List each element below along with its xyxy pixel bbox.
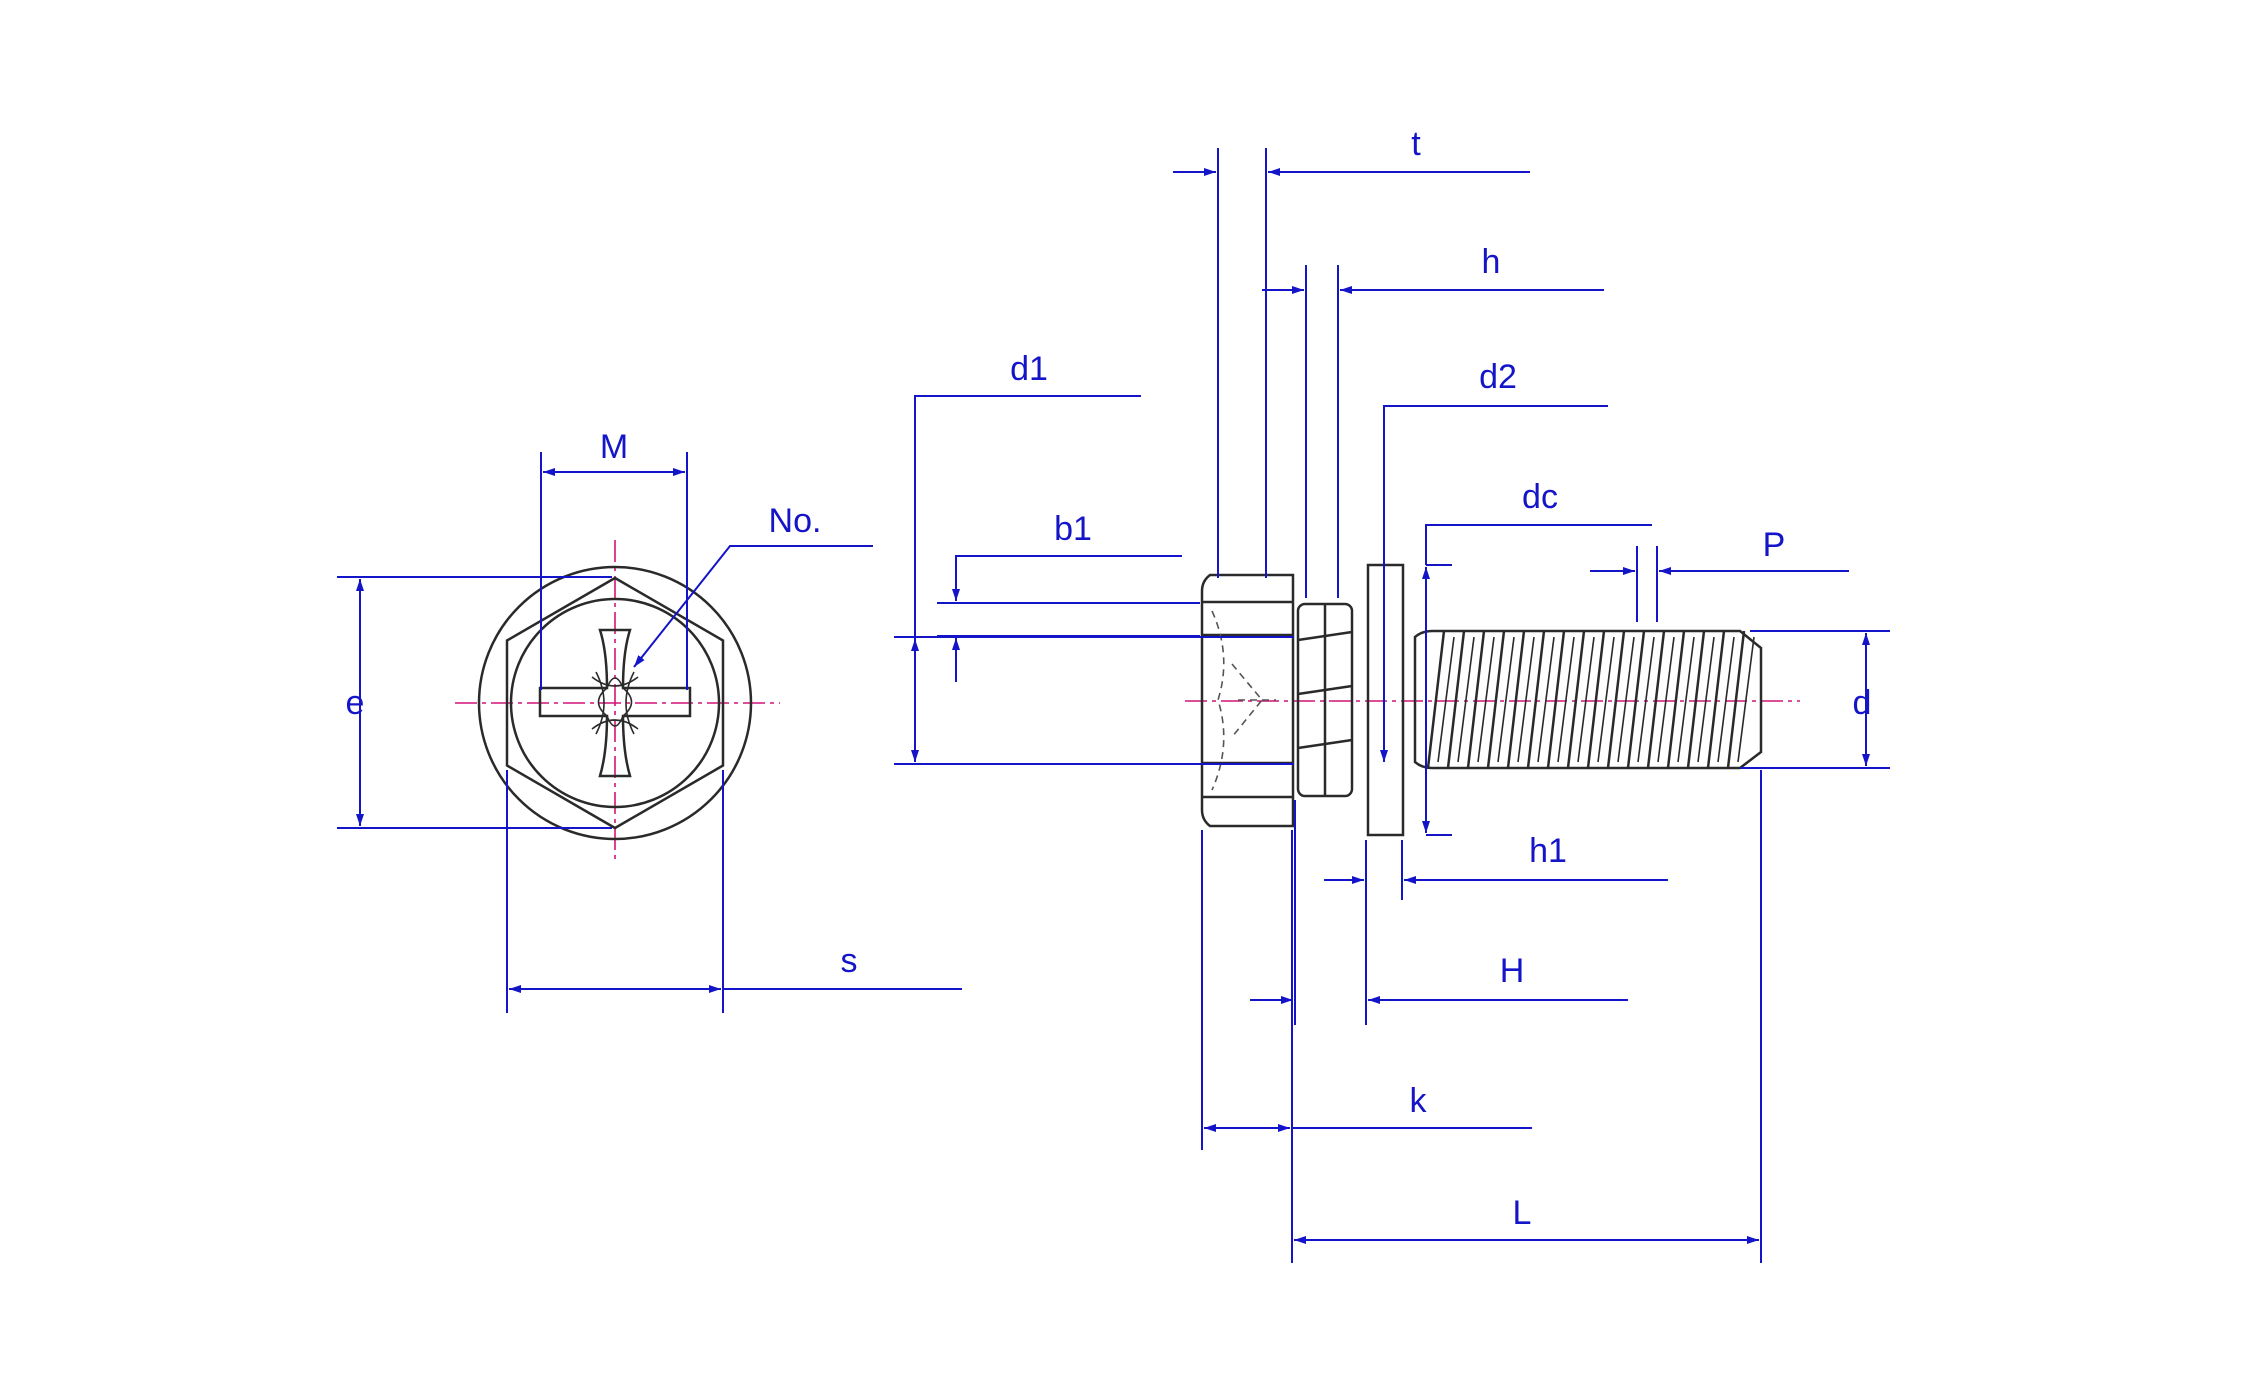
dimension-d: d bbox=[1740, 630, 1890, 769]
end-view: M No. e s bbox=[337, 428, 962, 1013]
dimension-t: t bbox=[1173, 125, 1530, 578]
flat-washer bbox=[1366, 563, 1405, 837]
end-view-centerlines bbox=[455, 540, 780, 862]
thread-lines bbox=[1426, 630, 1755, 769]
label-d: d bbox=[1853, 684, 1872, 722]
dimension-d2: d2 bbox=[1380, 358, 1608, 762]
dimension-dc: dc bbox=[1422, 478, 1652, 836]
dimension-M: M bbox=[540, 428, 688, 690]
label-t: t bbox=[1411, 125, 1421, 163]
dimension-e: e bbox=[337, 576, 612, 829]
washer-outline-circle bbox=[477, 565, 753, 841]
dimension-k: k bbox=[1201, 830, 1532, 1263]
dimension-s: s bbox=[506, 770, 962, 1013]
label-k: k bbox=[1410, 1082, 1428, 1120]
dimension-h: h bbox=[1262, 243, 1604, 598]
dimension-d1: d1 bbox=[894, 350, 1294, 765]
label-No: No. bbox=[769, 502, 822, 540]
label-h: h bbox=[1482, 243, 1501, 281]
label-L: L bbox=[1513, 1194, 1532, 1232]
dimension-H: H bbox=[1250, 800, 1628, 1025]
side-view: d1 b1 t h d2 bbox=[894, 125, 1890, 1263]
leader-No: No. bbox=[633, 502, 873, 668]
label-h1: h1 bbox=[1529, 832, 1567, 870]
label-P: P bbox=[1763, 526, 1786, 564]
label-s: s bbox=[841, 942, 858, 980]
label-d2: d2 bbox=[1479, 358, 1517, 396]
head-face-circle bbox=[509, 597, 721, 809]
phillips-cross-recess bbox=[538, 628, 692, 778]
label-b1: b1 bbox=[1054, 510, 1092, 548]
label-e: e bbox=[346, 684, 365, 722]
label-H: H bbox=[1500, 952, 1525, 990]
label-M: M bbox=[600, 428, 628, 466]
dimension-P: P bbox=[1590, 526, 1849, 622]
dimension-h1: h1 bbox=[1324, 832, 1668, 900]
hex-head-outline bbox=[505, 576, 725, 830]
spring-washer bbox=[1296, 602, 1354, 798]
label-dc: dc bbox=[1522, 478, 1558, 516]
dimension-L: L bbox=[1294, 770, 1762, 1263]
dimension-b1: b1 bbox=[937, 510, 1200, 682]
threaded-shank bbox=[1413, 629, 1763, 770]
label-d1: d1 bbox=[1010, 350, 1048, 388]
